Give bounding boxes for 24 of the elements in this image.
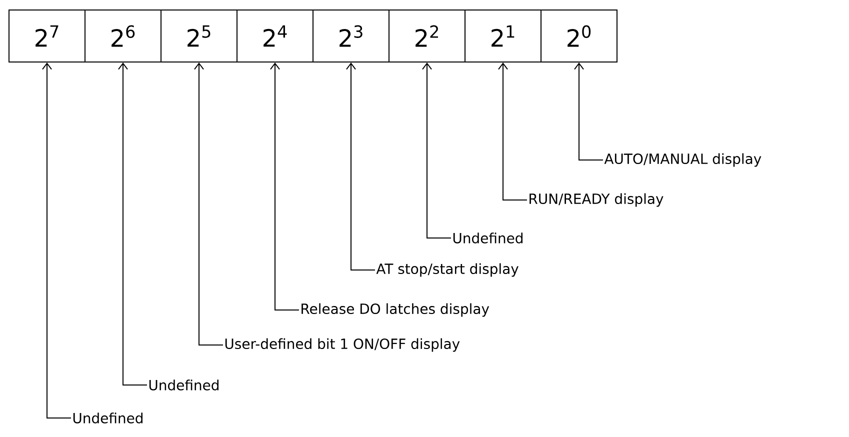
bit-box: 2$^{2}$ — [388, 10, 466, 62]
bit-box: 2$^{1}$ — [464, 10, 542, 62]
leader-line — [498, 62, 528, 200]
bit-box: 2$^{6}$ — [84, 10, 162, 62]
leader-label: AUTO/MANUAL display — [604, 153, 762, 167]
leader-line — [422, 62, 452, 238]
leader-line — [118, 62, 148, 386]
leader-label: Undefined — [453, 232, 522, 244]
leader-line — [42, 62, 72, 418]
leader-line — [270, 62, 300, 310]
leader-label: Undefined — [149, 380, 218, 390]
leader-label: RUN/READY display — [530, 193, 664, 207]
leader-line — [194, 62, 224, 346]
bit-box: 2$^{3}$ — [312, 10, 390, 62]
leader-line — [346, 62, 376, 270]
leader-label: Release DO latches display — [302, 303, 490, 317]
bit-box: 2$^{5}$ — [160, 10, 238, 62]
bit-box: 2$^{0}$ — [540, 10, 618, 62]
leader-label: AT stop/start display — [376, 263, 518, 277]
leader-label: User-defined bit 1 ON/OFF display — [225, 338, 460, 352]
bit-box: 2$^{7}$ — [8, 10, 86, 62]
bit-box: 2$^{4}$ — [236, 10, 314, 62]
leader-label: Undefined — [73, 412, 142, 424]
leader-line — [574, 62, 604, 160]
